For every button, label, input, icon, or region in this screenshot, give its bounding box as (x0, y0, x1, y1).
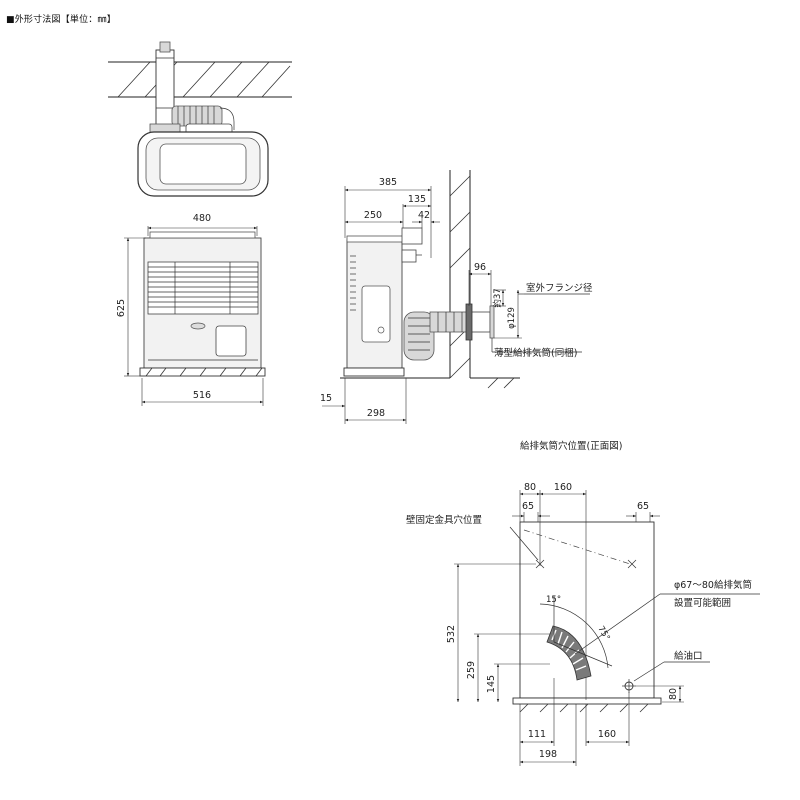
dim-hole-198: 198 (539, 749, 557, 760)
dim-hole-259: 259 (466, 661, 477, 679)
dim-hole-111: 111 (528, 729, 546, 740)
label-range-2: 設置可能範囲 (674, 597, 731, 609)
dim-side-depth: 385 (379, 177, 397, 188)
dim-hole-145: 145 (486, 675, 497, 693)
dim-side-37: 約37 (492, 288, 503, 307)
top-view (108, 41, 292, 197)
dim-side-15: 15 (320, 393, 332, 404)
dim-front-width-top: 480 (193, 213, 211, 224)
dim-front-width-bottom: 516 (193, 390, 211, 401)
angle-15: 15° (546, 595, 561, 605)
dim-hole-80-right: 80 (668, 688, 679, 700)
dim-hole-160-bottom: 160 (598, 729, 616, 740)
page-title: ■外形寸法図【単位：㎜】 (6, 15, 116, 25)
dim-hole-160-top: 160 (554, 482, 572, 493)
label-flange: 室外フランジ径 (526, 282, 593, 294)
dim-side-250: 250 (364, 210, 382, 221)
dim-side-96: 96 (474, 262, 486, 273)
hole-view (454, 490, 760, 766)
dim-side-42: 42 (418, 210, 430, 221)
label-range-1: φ67～80給排気筒 (674, 579, 752, 591)
dim-hole-80-top: 80 (524, 482, 536, 493)
side-view (322, 170, 590, 424)
dim-hole-532: 532 (446, 625, 457, 643)
dim-side-129: φ129 (507, 307, 517, 329)
hole-section-title: 給排気筒穴位置(正面図) (520, 440, 622, 452)
label-pipe: 薄型給排気筒(同梱) (494, 347, 577, 359)
dim-side-135: 135 (408, 194, 426, 205)
label-oil-inlet: 給油口 (674, 650, 703, 662)
dim-hole-65-left: 65 (522, 501, 534, 512)
dim-side-298: 298 (367, 408, 385, 419)
dim-front-height: 625 (116, 299, 127, 317)
label-bracket: 壁固定金具穴位置 (406, 514, 482, 526)
dim-hole-65-right: 65 (637, 501, 649, 512)
front-view (124, 226, 266, 406)
